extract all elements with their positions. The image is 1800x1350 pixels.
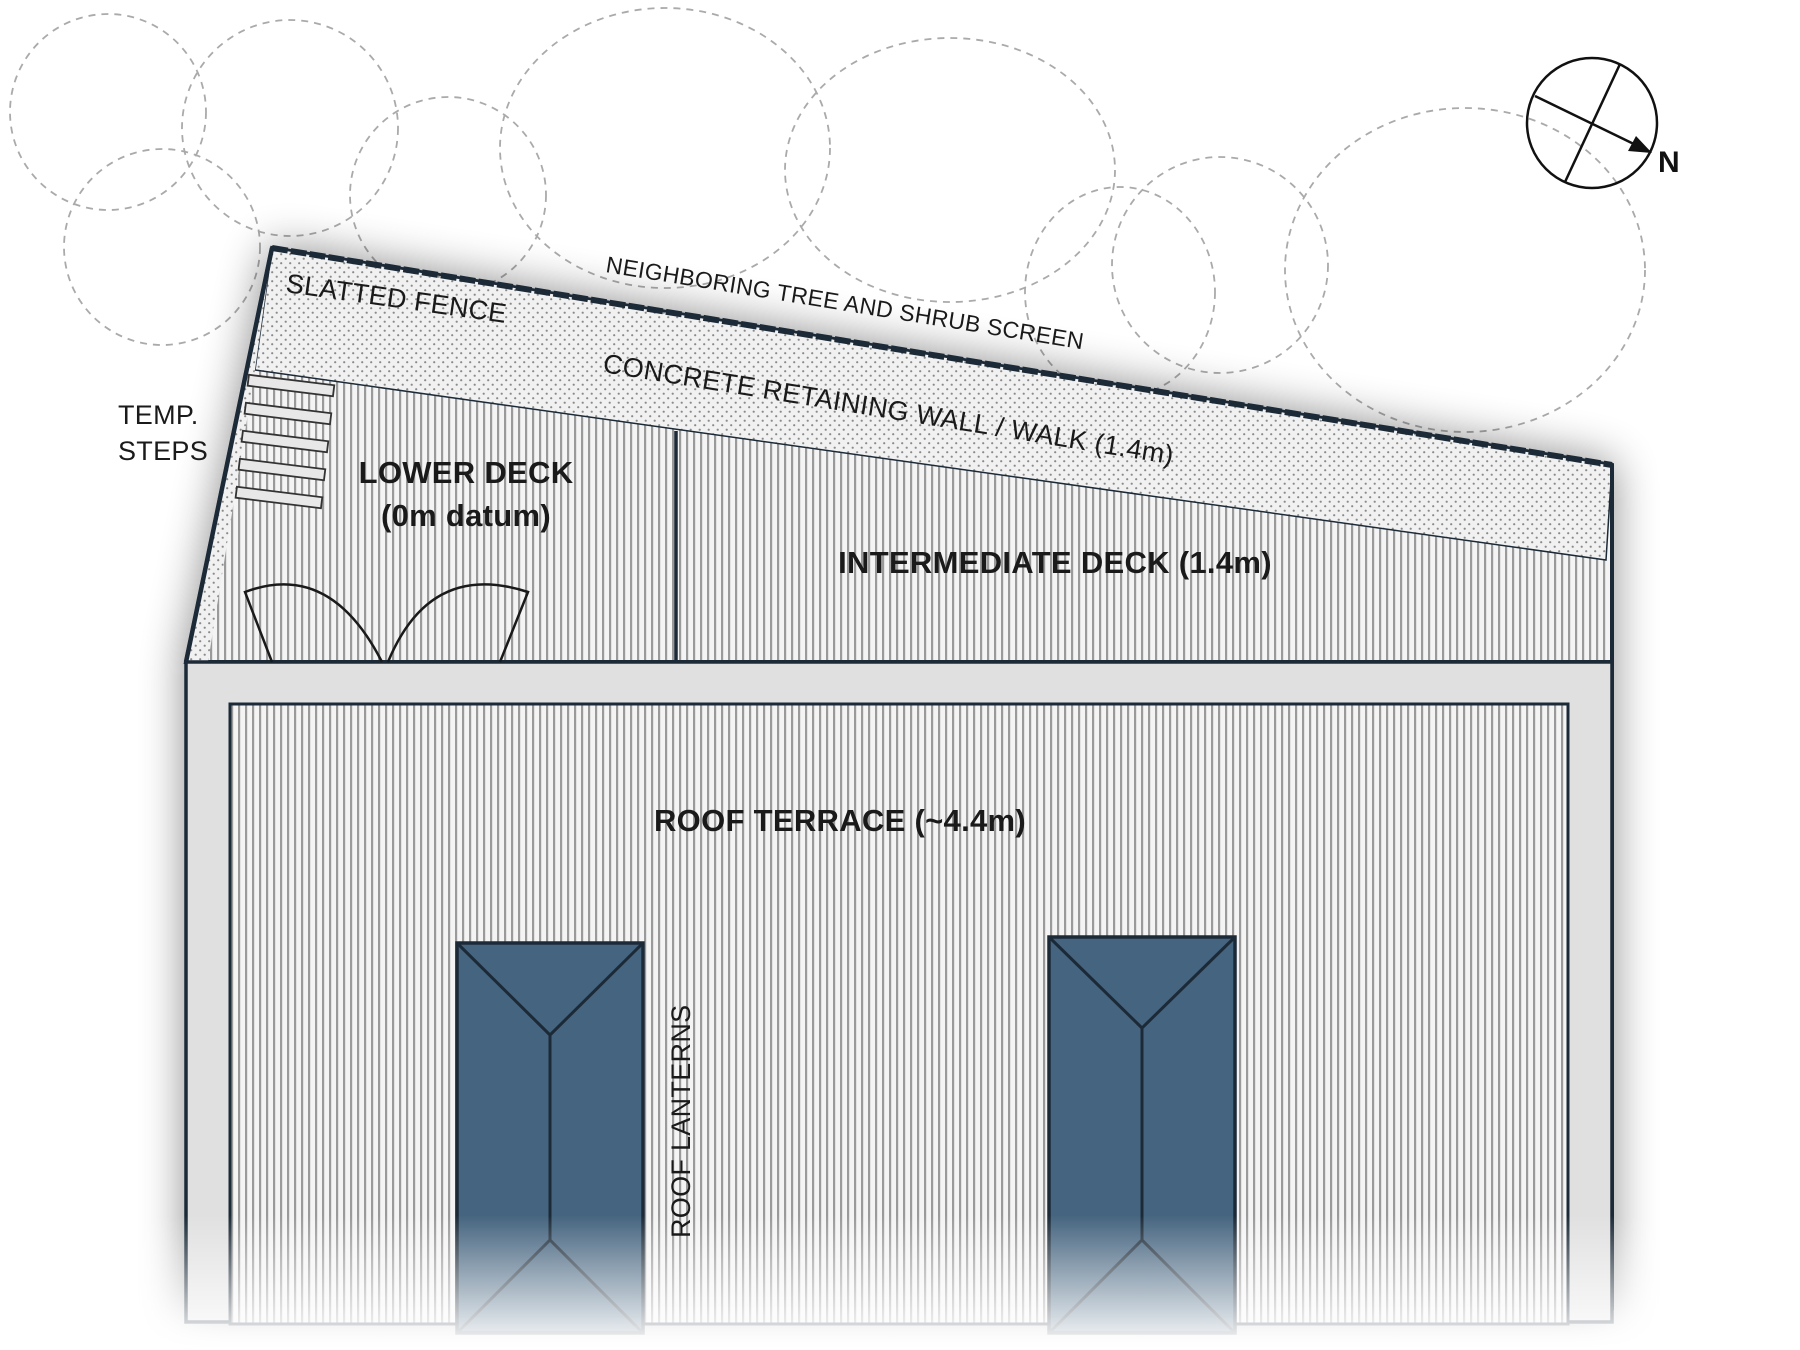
lower-deck-label-line1: LOWER DECK: [359, 455, 574, 490]
tree-canopy: [9, 13, 207, 211]
tree-canopy: [499, 7, 831, 289]
lower-deck-label-line2: (0m datum): [381, 498, 551, 533]
step-tread: [234, 485, 324, 510]
north-compass: N: [1525, 56, 1680, 190]
tree-canopy-group: [9, 7, 1646, 433]
step-tread: [240, 429, 330, 454]
step-tread: [237, 457, 327, 482]
compass-circle: [1525, 56, 1659, 190]
tree-canopy: [349, 96, 547, 294]
site-left-edge: [183, 247, 275, 663]
door-swing-arc-right: [386, 583, 530, 663]
bottom-fade: [0, 1215, 1800, 1350]
roof-terrace-label: ROOF TERRACE (~4.4m): [654, 803, 1026, 838]
tree-canopy: [1024, 186, 1216, 398]
intermediate-deck-label: INTERMEDIATE DECK (1.4m): [838, 545, 1272, 580]
compass-north-label: N: [1658, 146, 1680, 179]
door-swings: [243, 583, 530, 663]
tree-canopy: [784, 37, 1116, 303]
slatted-fence-line: [271, 245, 1613, 468]
north-arrowhead-icon: [1628, 136, 1652, 153]
step-tread: [243, 401, 333, 426]
tree-canopy: [1284, 107, 1646, 433]
tree-canopy: [1111, 156, 1329, 374]
north-arrow-icon: [1534, 94, 1641, 149]
tree-canopy: [181, 19, 399, 237]
step-tread: [246, 373, 336, 398]
tree-canopy: [63, 148, 261, 346]
temp-steps-label-line1: TEMP.: [118, 400, 199, 430]
temp-steps: [234, 373, 336, 510]
temp-steps-label-line2: STEPS: [118, 436, 208, 466]
roof-lanterns-label: ROOF LANTERNS: [666, 1005, 696, 1238]
door-swing-arc-left: [243, 583, 384, 663]
